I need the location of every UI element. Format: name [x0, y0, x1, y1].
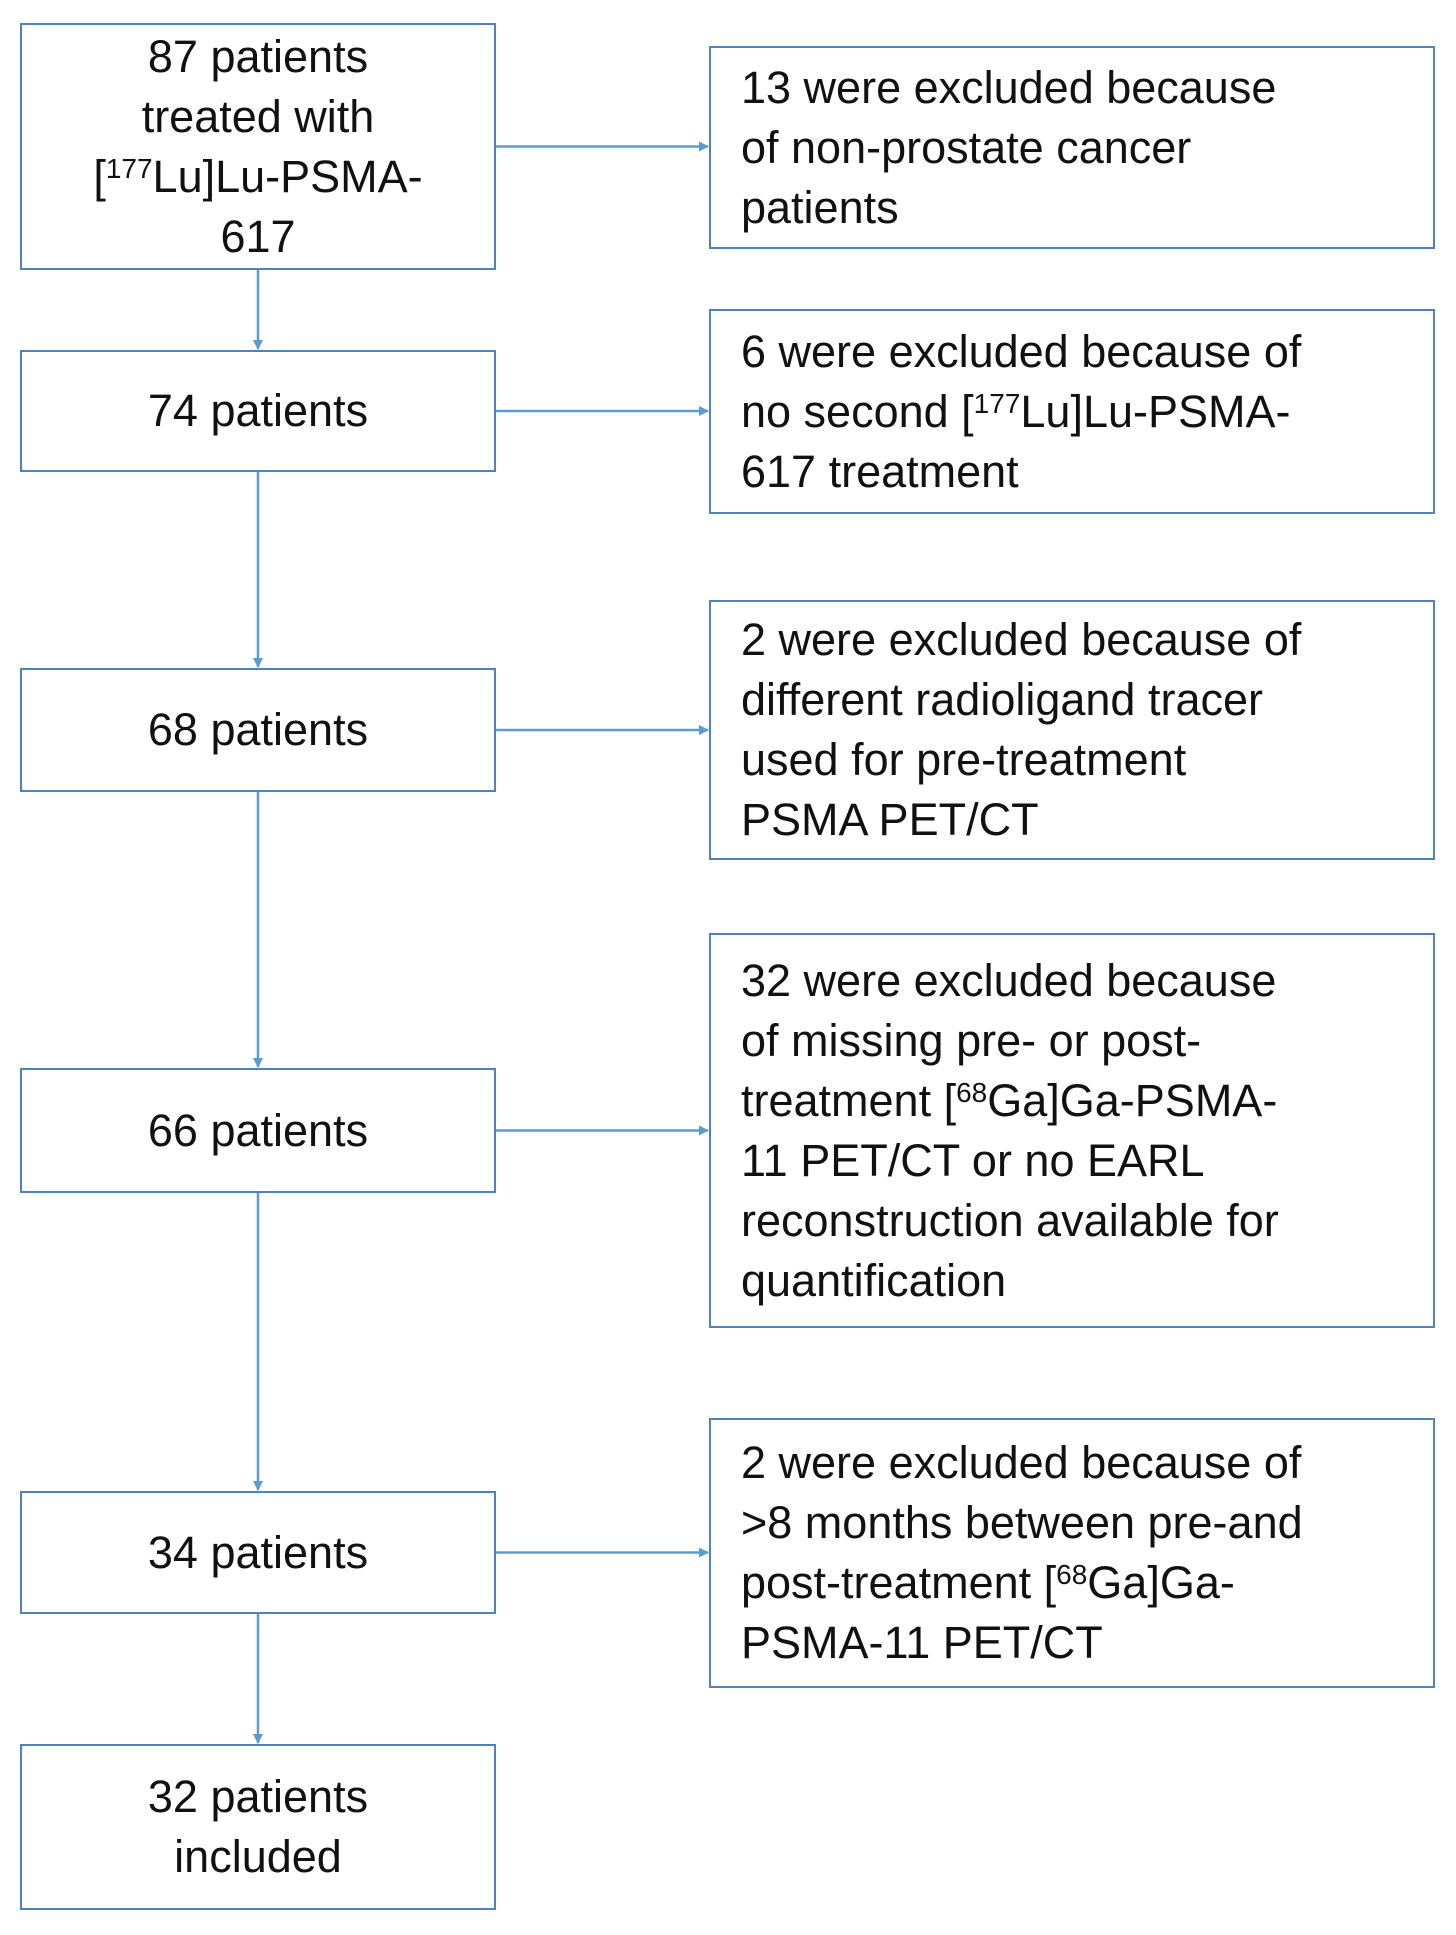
- exclusion-line: 2 were excluded because of: [741, 614, 1302, 665]
- exclusion-line: patients: [741, 181, 899, 233]
- exclusion-line: >8 months between pre-and: [741, 1497, 1303, 1548]
- exclusion-line: PSMA PET/CT: [741, 794, 1039, 845]
- flow-step-line: 34 patients: [147, 1526, 369, 1578]
- flow-step-line: 617: [220, 210, 296, 262]
- flow-step-line: 32 patients: [147, 1771, 369, 1822]
- flow-step-74-patients: 74 patients: [20, 350, 496, 472]
- flow-step-32-patients-included: 32 patients included: [20, 1744, 496, 1910]
- flow-step-line: 68 patients: [147, 704, 369, 755]
- flow-step-34-patients: 34 patients: [20, 1491, 496, 1614]
- exclusion-line: 6 were excluded because of: [741, 325, 1302, 377]
- flow-step-line: [177Lu]Lu-PSMA-: [93, 150, 423, 202]
- flow-step-line: 87 patients: [147, 30, 369, 82]
- exclusion-line: of missing pre- or post-: [741, 1014, 1202, 1066]
- exclusion-line: 32 were excluded because: [741, 954, 1277, 1006]
- exclusion-box-missing-petct: 32 were excluded because of missing pre- …: [709, 933, 1435, 1328]
- exclusion-line: reconstruction available for: [741, 1194, 1279, 1246]
- exclusion-line: 2 were excluded because of: [741, 1437, 1302, 1488]
- exclusion-line: no second [177Lu]Lu-PSMA-: [741, 385, 1291, 437]
- exclusion-line: quantification: [741, 1254, 1007, 1306]
- exclusion-line: PSMA-11 PET/CT: [741, 1617, 1103, 1668]
- superscript-mass-number: 68: [956, 1076, 988, 1108]
- exclusion-line: 13 were excluded because: [741, 61, 1277, 113]
- exclusion-box-non-prostate: 13 were excluded because of non-prostate …: [709, 46, 1435, 249]
- superscript-mass-number: 177: [105, 152, 153, 184]
- exclusion-line: treatment [68Ga]Ga-PSMA-: [741, 1074, 1278, 1126]
- flow-step-87-patients: 87 patients treated with [177Lu]Lu-PSMA- 61…: [20, 23, 496, 270]
- exclusion-line: 11 PET/CT or no EARL: [741, 1134, 1205, 1186]
- superscript-mass-number: 177: [973, 387, 1021, 419]
- exclusion-box-different-tracer: 2 were excluded because of different radi…: [709, 600, 1435, 860]
- superscript-mass-number: 68: [1056, 1559, 1088, 1590]
- exclusion-line: of non-prostate cancer: [741, 121, 1192, 173]
- flow-step-68-patients: 68 patients: [20, 668, 496, 792]
- exclusion-line: different radioligand tracer: [741, 674, 1263, 725]
- exclusion-line: post-treatment [68Ga]Ga-: [741, 1557, 1235, 1608]
- flow-step-66-patients: 66 patients: [20, 1068, 496, 1193]
- exclusion-line: used for pre-treatment: [741, 734, 1187, 785]
- flow-step-line: treated with: [141, 90, 375, 142]
- flow-step-line: included: [174, 1831, 342, 1882]
- exclusion-box-no-second-treatment: 6 were excluded because of no second [177…: [709, 309, 1435, 514]
- exclusion-box-time-gap: 2 were excluded because of >8 months betw…: [709, 1418, 1435, 1688]
- flow-step-line: 66 patients: [147, 1104, 369, 1156]
- exclusion-line: 617 treatment: [741, 445, 1019, 497]
- flow-step-line: 74 patients: [147, 385, 369, 436]
